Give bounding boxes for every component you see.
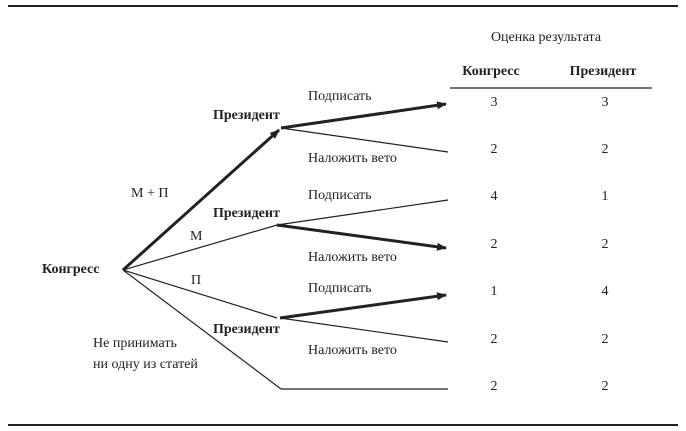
payoff-congress: 2 — [490, 379, 498, 394]
label-sign-1: Подписать — [308, 89, 372, 104]
payoff-president: 2 — [601, 237, 609, 252]
edge-3-veto — [279, 317, 449, 343]
payoff-congress: 3 — [490, 95, 498, 110]
label-veto-2: Наложить вето — [308, 250, 397, 265]
edge-m — [122, 224, 278, 271]
payoff-president: 2 — [601, 332, 609, 347]
edge-2-sign — [276, 199, 449, 226]
edge-3-sign — [279, 292, 447, 320]
payoff-congress: 1 — [490, 284, 498, 299]
label-sign-2: Подписать — [308, 188, 372, 203]
payoff-president: 3 — [601, 95, 609, 110]
top-rule — [8, 5, 678, 7]
edge-p — [122, 269, 278, 319]
payoff-president: 2 — [601, 379, 609, 394]
col-header-congress: Конгресс — [462, 64, 520, 79]
payoff-president: 1 — [601, 189, 609, 204]
edge-both — [121, 128, 281, 272]
payoff-congress: 4 — [490, 189, 498, 204]
bottom-rule — [8, 424, 678, 426]
edge-1-veto — [280, 127, 449, 153]
payoff-congress: 2 — [490, 142, 498, 157]
label-both: М + П — [131, 186, 169, 201]
label-sign-3: Подписать — [308, 281, 372, 296]
payoff-congress: 2 — [490, 332, 498, 347]
col-header-president: Президент — [569, 64, 637, 79]
label-veto-3: Наложить вето — [308, 343, 397, 358]
edge-none — [122, 269, 282, 390]
label-m: М — [190, 229, 203, 244]
node-president-1: Президент — [213, 108, 280, 123]
payoff-title: Оценка результата — [490, 30, 602, 45]
edge-2-veto — [276, 223, 447, 251]
payoff-president: 4 — [601, 284, 609, 299]
label-p: П — [191, 273, 202, 288]
node-congress: Конгресс — [42, 262, 100, 277]
node-president-3: Президент — [213, 322, 280, 337]
payoff-president: 2 — [601, 142, 609, 157]
payoff-congress: 2 — [490, 237, 498, 252]
node-president-2: Президент — [213, 206, 280, 221]
label-none-2: ни одну из статей — [93, 357, 198, 372]
edge-1-sign — [280, 101, 447, 130]
label-none-1: Не принимать — [93, 336, 177, 351]
label-veto-1: Наложить вето — [308, 151, 397, 166]
